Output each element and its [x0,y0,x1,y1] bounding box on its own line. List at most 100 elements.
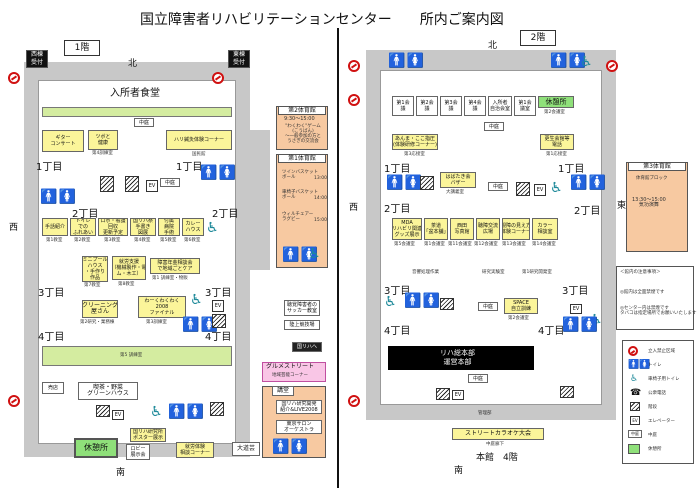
courtyard: 中庭 [468,374,488,383]
west-reception: 西棟 受付 [26,50,48,68]
room-cleaning-sub: 第2研究・業務棟 [80,320,115,325]
east-label-right: 東 [617,201,627,211]
courtyard: 中庭 [488,182,508,191]
hq-block [388,346,534,370]
legend-elevator-icon: EV [630,416,640,425]
stairs-icon [436,388,450,400]
notice-line: ◎館内は全面禁煙です [620,290,665,295]
room-work-support-sub: 第8教室 [118,282,135,287]
chome1-label-2f-right: 1丁目 [558,164,585,175]
room-lobby: ロビー 展示会 [126,444,150,460]
shop-hari: ハリ鍼灸体験コーナー [166,130,232,150]
gym1-time: 13:00 [314,176,327,181]
room-pension-sub: 第1 訓練室・物販 [152,276,188,281]
gym1-time: 15:00 [314,218,327,223]
no-entry-icon [348,60,360,72]
wheelchair-toilet-icon: ♿ [580,54,593,70]
legend-item: トイレ [648,363,662,368]
wheelchair-toilet-icon: ♿ [150,404,163,420]
no-entry-icon [348,94,360,106]
west-label-right: 西 [349,203,359,213]
toilet-icon: 🚹🚺 [282,247,318,263]
chome2-label-2f-right: 2丁目 [574,206,601,217]
gym1-event: 車椅子バスケット ボール [282,190,318,200]
toilet-icon: 🚹🚺 [404,293,440,309]
meeting-room: 第4会議 [464,96,486,116]
street-performance: 大道芸 [232,442,260,456]
notice-line: ◎センター内は禁煙です タバコは指定場所でお願いいたします [620,306,697,316]
deaf-soccer: 聴覚障害者の サッカー教室 [284,300,320,316]
legend-item: エレベーター [648,419,675,424]
stairs-icon [516,182,530,196]
room-vision-sub: 第13会議室 [502,242,526,247]
room-sub: 第5教室 [160,238,177,243]
lab-label: 音響処理作業 [412,270,439,275]
elevator-icon: EV [146,180,158,192]
kiosk: 売店 [42,382,64,394]
room-bazaar: はばたき会 バザー [440,172,476,188]
floor-label-1f: 1階 [64,40,100,56]
room-vision: 視障の見え方 体験コーナー [502,218,530,240]
meeting-room: 第1会議室 [514,96,536,116]
courtyard: 中庭 [478,302,498,311]
room-phone-sub: 第1応接室 [546,152,567,157]
room-phone: 更生会館等 電話 [540,134,574,150]
chome4-label-right: 4丁目 [205,332,232,343]
legend-courtyard-icon: 中庭 [628,430,642,438]
no-entry-icon [8,72,20,84]
courtyard: 中庭 [134,118,154,127]
gym1-event: ツインバスケット ボール [282,170,318,180]
east-reception: 東棟 受付 [228,50,250,68]
toilet-icon: 🚹🚺 [272,439,308,455]
room-mda-sub: 第5会議室 [394,242,415,247]
no-entry-icon [606,60,618,72]
notice-box [616,266,694,330]
east-corridor [250,130,270,270]
room-consult: 就労体験 相談コーナー [176,442,214,458]
lab-label: 研究実験室 [482,270,505,275]
toilet-icon: 🚹🚺 [168,404,204,420]
wheelchair-toilet-icon: ♿ [384,294,397,310]
room-mda: MDA リハビリ関連 グッズ展示 [392,218,422,240]
chome1-label-right: 1丁目 [176,162,203,173]
chome3-label-2f-right: 3丁目 [562,286,589,297]
room-photo-sub: 第11会議室 [448,242,472,247]
gym3-sub: 体育館ブロック [636,176,668,181]
hall-event: 東京サロン オーケストラ [276,420,322,434]
toilet-icon: 🚹🚺 [570,175,606,191]
room-sub: 第6教室 [184,238,201,243]
room-tea: 茶道 「盆本舗」 [424,218,448,240]
shop-tsubo-sub: 第4訓練室 [92,151,113,156]
chome4-label-2f-right: 4丁目 [538,326,565,337]
legend-item: 階段 [648,405,657,410]
chome1-label-2f-left: 1丁目 [384,164,411,175]
room-color: カラー 相談室 [532,218,558,240]
wheelchair-toilet-icon: ♿ [590,312,603,328]
room-sub: 第4教室 [134,238,151,243]
legend-item: 中庭 [648,433,657,438]
gym2-title: 第2体育館 [278,106,326,115]
room-cleaning: クリーニング 屋さん [82,300,118,318]
room-poster-exhibit: 国リハ研究所 ポスター展示 [130,428,166,442]
divider-line [337,28,339,488]
room-waku-sub: 第3訓練室 [146,320,167,325]
gym3-box [626,162,688,252]
rihabiri-arrow: 国リハへ [292,342,322,352]
main-bldg-label: 本館 4階 [476,453,518,463]
room-deaf-sub: 第12会議室 [474,242,498,247]
room-massage-exp: あんま・ここ指圧 (体験研修コーナー) [392,134,438,150]
hall5-label: 第5 訓練室 [120,353,143,358]
no-entry-icon [348,395,360,407]
room-poster: 国リハ祭 手書き 図展 [130,218,156,236]
stairs-icon [210,402,224,416]
wheelchair-toilet-icon: ♿ [550,180,563,196]
page-title: 国立障害者リハビリテーションセンター 所内ご案内図 [140,12,504,28]
legend-item: 休憩所 [648,447,662,452]
chome4-label-2f-left: 4丁目 [384,326,411,337]
south-label-right: 南 [454,466,464,476]
room-sub: 第2教室 [74,238,91,243]
room-photo: 西田 写真館 [450,218,474,240]
green-house: 喫茶・野菜 グリーンハウス [78,382,138,400]
gourmet-box [262,362,326,382]
kaikan-label: 国民館 [192,152,206,157]
